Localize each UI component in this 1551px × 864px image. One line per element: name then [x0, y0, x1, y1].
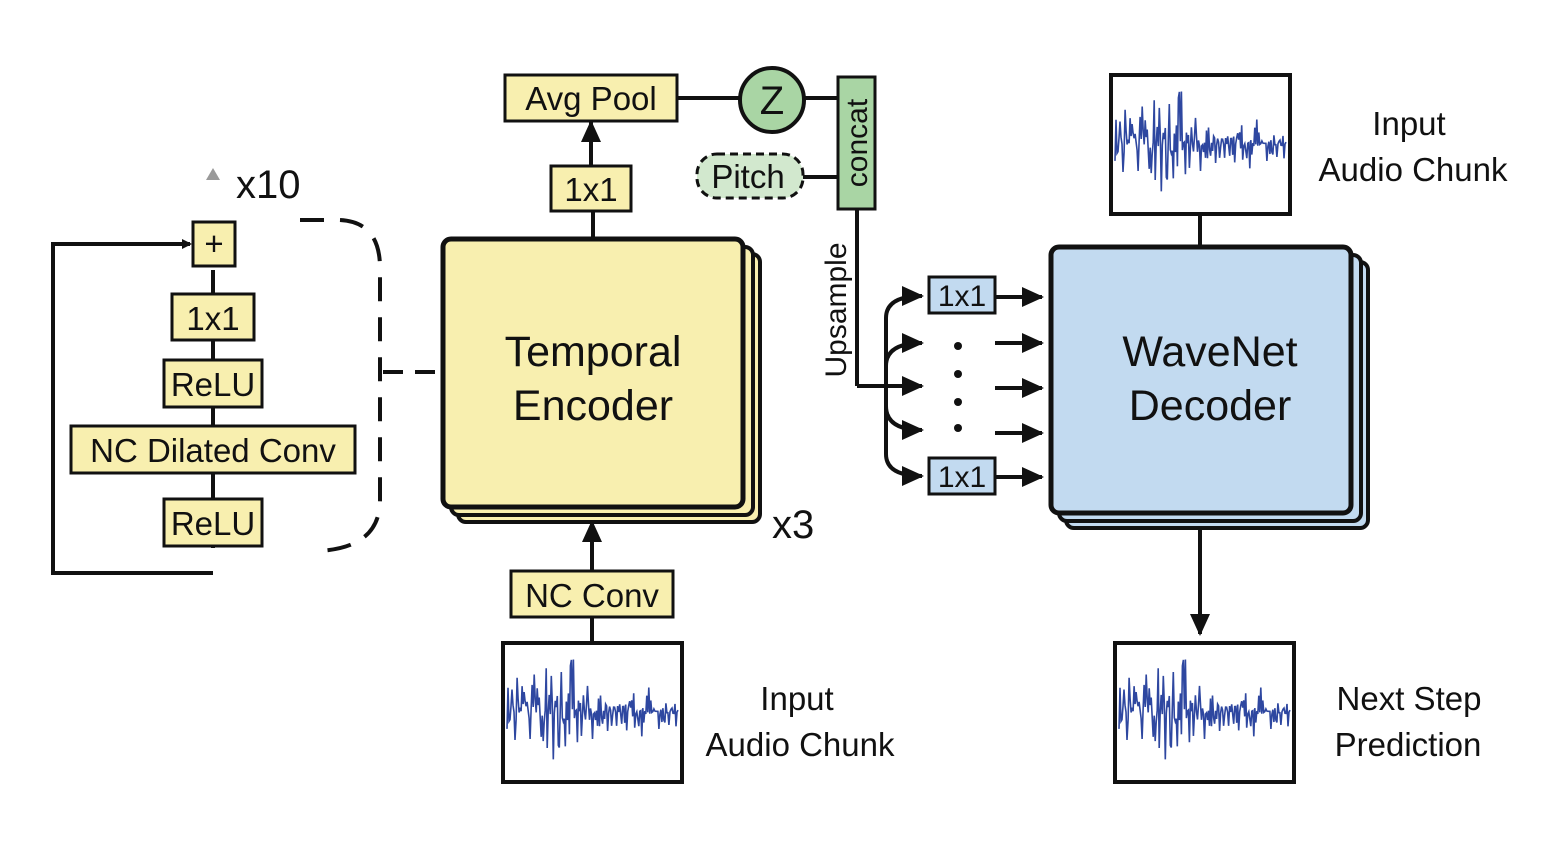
enc-conv1x1-label: 1x1 [564, 171, 617, 208]
concat-box [836, 75, 877, 211]
prediction-waveform-box [1113, 641, 1296, 784]
upsample-fanout: 1x1 1x1 [884, 275, 1044, 496]
encoder-input-caption-line1: Input [760, 680, 833, 717]
decoder-main-box [1048, 244, 1354, 516]
prediction-caption-line1: Next Step [1337, 680, 1482, 717]
residual-block: ReLU NC Dilated Conv ReLU 1x1 + x10 [51, 163, 440, 632]
relu-top-box [162, 358, 264, 409]
concat-label: concat [841, 98, 874, 187]
add-node-box [191, 220, 237, 268]
ellipsis-dot [954, 398, 962, 406]
nc-dilated-conv-box [69, 424, 357, 475]
res-conv1x1-label: 1x1 [186, 300, 239, 337]
pitch-box [695, 152, 805, 200]
z-label: Z [760, 79, 784, 123]
decoder-input-caption-line2: Audio Chunk [1319, 151, 1508, 188]
relu-bottom-box [162, 497, 264, 548]
dec-conv1x1-bottom-label: 1x1 [938, 461, 986, 494]
upsample-label: Upsample [820, 242, 853, 377]
branch-to-2 [884, 333, 924, 367]
encoder-title-line2: Encoder [513, 382, 673, 430]
branch-to-top [884, 286, 924, 386]
encoder-title-line1: Temporal [505, 328, 682, 376]
expansion-bracket [300, 218, 382, 553]
skip-connection [51, 239, 213, 575]
encoder-input-waveform [506, 659, 679, 760]
decoder-input-waveform-box [1109, 73, 1292, 216]
nc-conv-box [509, 569, 675, 619]
relu-top-label: ReLU [171, 366, 255, 403]
decoder-title-line1: WaveNet [1122, 328, 1297, 376]
prediction-waveform [1118, 659, 1291, 760]
ellipsis-dot [954, 342, 962, 350]
enc-conv1x1-box [549, 164, 633, 213]
avg-pool-box [503, 73, 679, 123]
add-node-label: + [204, 225, 223, 262]
encoder-input-caption-line2: Audio Chunk [706, 726, 895, 763]
decoder-input-waveform [1114, 91, 1287, 192]
relu-bottom-label: ReLU [171, 505, 255, 542]
nc-dilated-conv-label: NC Dilated Conv [90, 432, 336, 469]
dec-conv1x1-bottom-box [927, 456, 997, 496]
res-conv1x1-box [170, 292, 256, 342]
prediction-caption-line2: Prediction [1335, 726, 1482, 763]
wavenet-decoder: WaveNet Decoder Input Audio Chunk Next S… [1048, 73, 1508, 784]
nc-conv-label: NC Conv [525, 577, 659, 614]
branch-to-4 [884, 405, 924, 440]
encoder-stack-label: x3 [772, 503, 814, 547]
decoder-input-caption-line1: Input [1372, 105, 1445, 142]
temporal-encoder: Temporal Encoder x3 NC Conv 1x1 Avg Pool… [440, 66, 895, 784]
branch-to-bottom [884, 386, 924, 486]
x10-label: x10 [236, 163, 301, 207]
pitch-label: Pitch [711, 158, 784, 195]
ellipsis-dot [954, 370, 962, 378]
dec-conv1x1-top-label: 1x1 [938, 280, 986, 313]
encoder-input-waveform-box [501, 641, 684, 784]
ellipsis-dot [954, 424, 962, 432]
avg-pool-label: Avg Pool [525, 80, 656, 117]
decoder-title-line2: Decoder [1129, 382, 1292, 430]
